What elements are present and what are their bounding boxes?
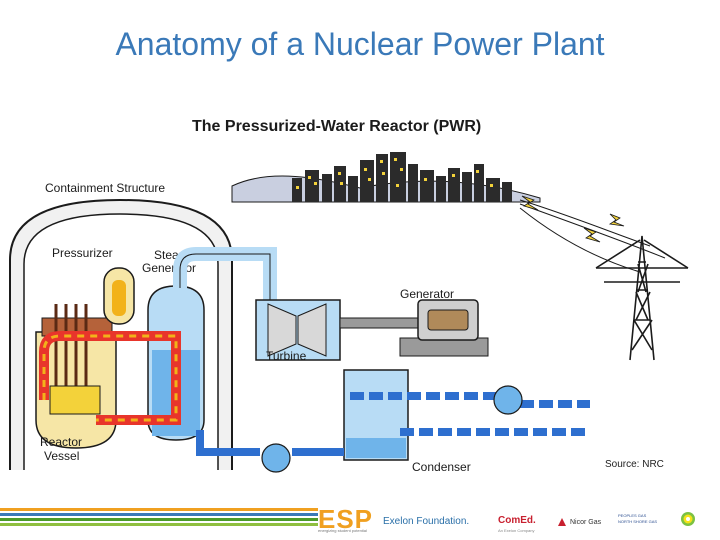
peoples-gas-line: PEOPLES GAS: [618, 513, 647, 518]
source-note: Source: NRC: [605, 459, 664, 470]
cooling-water-loop: [350, 385, 590, 436]
footer-stripes: [0, 508, 318, 532]
diagram-heading: The Pressurized-Water Reactor (PWR): [192, 118, 481, 135]
north-shore-gas-line: NORTH SHORE GAS: [618, 519, 658, 524]
label-reactor-2: Vessel: [44, 449, 79, 463]
stripe-blue: [0, 513, 318, 516]
slide-title: Anatomy of a Nuclear Power Plant: [115, 26, 605, 62]
comed-logo: ComEd.: [498, 515, 536, 526]
label-containment: Containment Structure: [45, 181, 165, 195]
label-generator: Generator: [400, 287, 454, 301]
label-pressurizer: Pressurizer: [52, 246, 113, 260]
primary-coolant-loop: [39, 331, 181, 425]
label-reactor-1: Reactor: [40, 435, 82, 449]
feedwater-loop: [196, 430, 344, 473]
comed-tagline: An Exelon Company: [498, 528, 535, 533]
condenser: [343, 369, 409, 461]
label-turbine: Turbine: [266, 349, 307, 363]
stripe-orange: [0, 508, 318, 511]
stripe-green: [0, 518, 318, 521]
nicor-gas-icon: [558, 518, 566, 526]
lightning-icon: [521, 195, 625, 243]
city-skyline: [231, 152, 541, 203]
bp-helios-icon: [681, 512, 695, 526]
nicor-gas-logo: Nicor Gas: [570, 519, 602, 526]
label-condenser: Condenser: [412, 460, 471, 474]
turbine: [255, 299, 341, 361]
pressurizer: [103, 267, 135, 325]
esp-logo: ESP: [318, 504, 374, 534]
generator: [339, 299, 489, 357]
transmission-tower-icon: [595, 235, 689, 361]
steam-line: [173, 247, 277, 300]
esp-tagline: energizing student potential: [318, 528, 367, 533]
peoples-gas-logo: PEOPLES GAS NORTH SHORE GAS: [618, 513, 666, 525]
exelon-foundation-logo: Exelon Foundation.: [383, 516, 470, 527]
stripe-lime: [0, 523, 318, 526]
